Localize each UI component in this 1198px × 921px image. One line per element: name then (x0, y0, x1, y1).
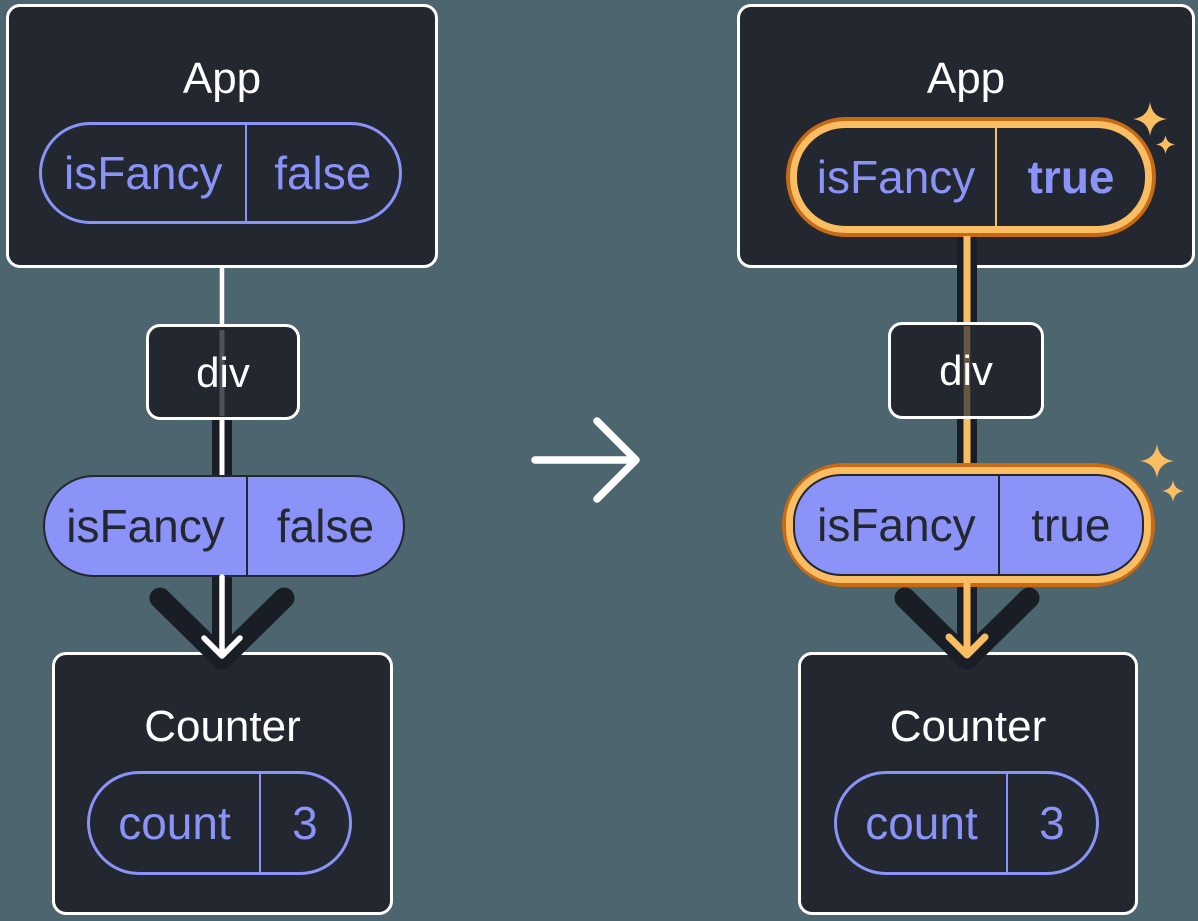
sparkle-icon (1140, 444, 1174, 478)
prop-pill-key: isFancy (795, 476, 1000, 574)
prop-pill-wrap: isFancy true (786, 467, 1151, 583)
div-label: div (196, 349, 250, 396)
down-arrow-icon (945, 580, 989, 659)
state-pill-key: isFancy (42, 125, 247, 221)
component-title: Counter (889, 702, 1047, 751)
state-pill-value: 3 (1039, 797, 1065, 849)
down-arrow-icon (201, 574, 243, 659)
state-pill: count 3 (87, 771, 352, 875)
prop-pill-value: true (1031, 499, 1111, 551)
state-pill-key: count (837, 774, 1008, 872)
div-label: div (939, 347, 993, 394)
down-arrow-icon (149, 587, 295, 670)
down-arrow-icon (894, 587, 1040, 670)
counter-component-card: Counter count 3 (52, 652, 393, 915)
right-arrow-icon (531, 417, 640, 503)
counter-component-card: Counter count 3 (798, 652, 1138, 915)
state-pill: isFancy true (790, 121, 1152, 233)
dom-div-node (888, 322, 1044, 419)
state-pill: isFancy false (39, 122, 402, 224)
prop-pill-value: false (276, 500, 375, 552)
state-pill-value: false (274, 147, 372, 199)
prop-pill-key: isFancy (45, 477, 248, 575)
state-pill-value: 3 (292, 797, 318, 849)
component-title: Counter (144, 702, 301, 751)
prop-pill: isFancy true (793, 474, 1144, 576)
state-pill: count 3 (834, 771, 1099, 875)
state-pill-key: count (90, 774, 261, 872)
sparkle-icon (1162, 480, 1184, 502)
sparkle-icon (1156, 135, 1175, 154)
state-pill-value: true (1027, 151, 1115, 203)
highlight-ring: isFancy true (782, 463, 1155, 587)
prop-pill: isFancy false (43, 475, 405, 577)
app-component-card: App isFancy true (737, 4, 1195, 268)
highlight-ring: isFancy true (786, 117, 1156, 237)
sparkle-icon (1133, 102, 1167, 136)
state-pill-key: isFancy (797, 128, 998, 226)
dom-div-node (146, 324, 300, 420)
component-title: App (182, 54, 262, 103)
app-component-card: App isFancy false (6, 4, 438, 268)
component-title: App (926, 54, 1006, 103)
